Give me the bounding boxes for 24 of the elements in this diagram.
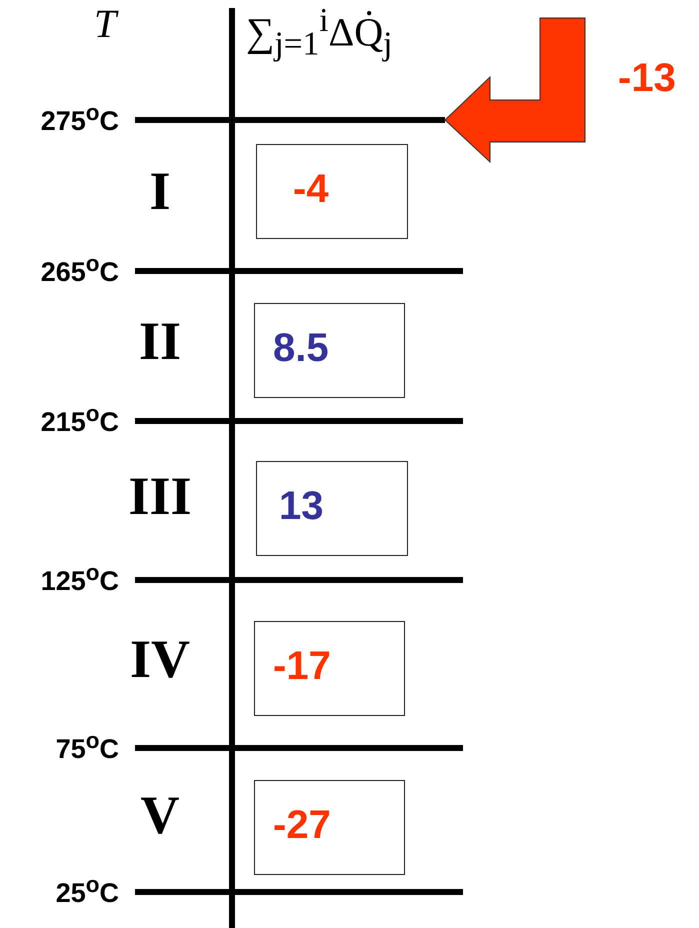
interval-numeral: II [138,310,182,372]
value-text: -27 [273,803,331,848]
value-box [256,144,408,239]
value-text: -4 [293,167,329,212]
value-text: -17 [273,644,331,689]
interval-numeral: III [127,464,193,526]
temperature-label: 215$^{o}$C [40,401,119,438]
value-label: -13 [618,56,676,101]
temperature-label: 265$^{o}$C [40,251,119,288]
interval-numeral: I [148,160,172,222]
temperature-label: 125$^{o}$C [40,560,119,597]
interval-numeral: V [140,784,180,846]
axis-title: ∑$_{j=1}$$^{i}$ΔQ̇$_{j}$ [246,2,392,64]
temperature-label: 275$^{o}$C [40,100,119,137]
axis-title: T [94,0,116,47]
value-text: 8.5 [273,326,329,371]
value-text: 13 [279,484,324,529]
value-box [256,461,408,556]
temperature-label: 25$^{o}$C [56,872,119,909]
value-box [254,780,405,875]
interval-numeral: IV [128,628,191,690]
temperature-label: 75$^{o}$C [56,728,119,765]
value-box [254,621,405,716]
value-box [254,303,405,398]
